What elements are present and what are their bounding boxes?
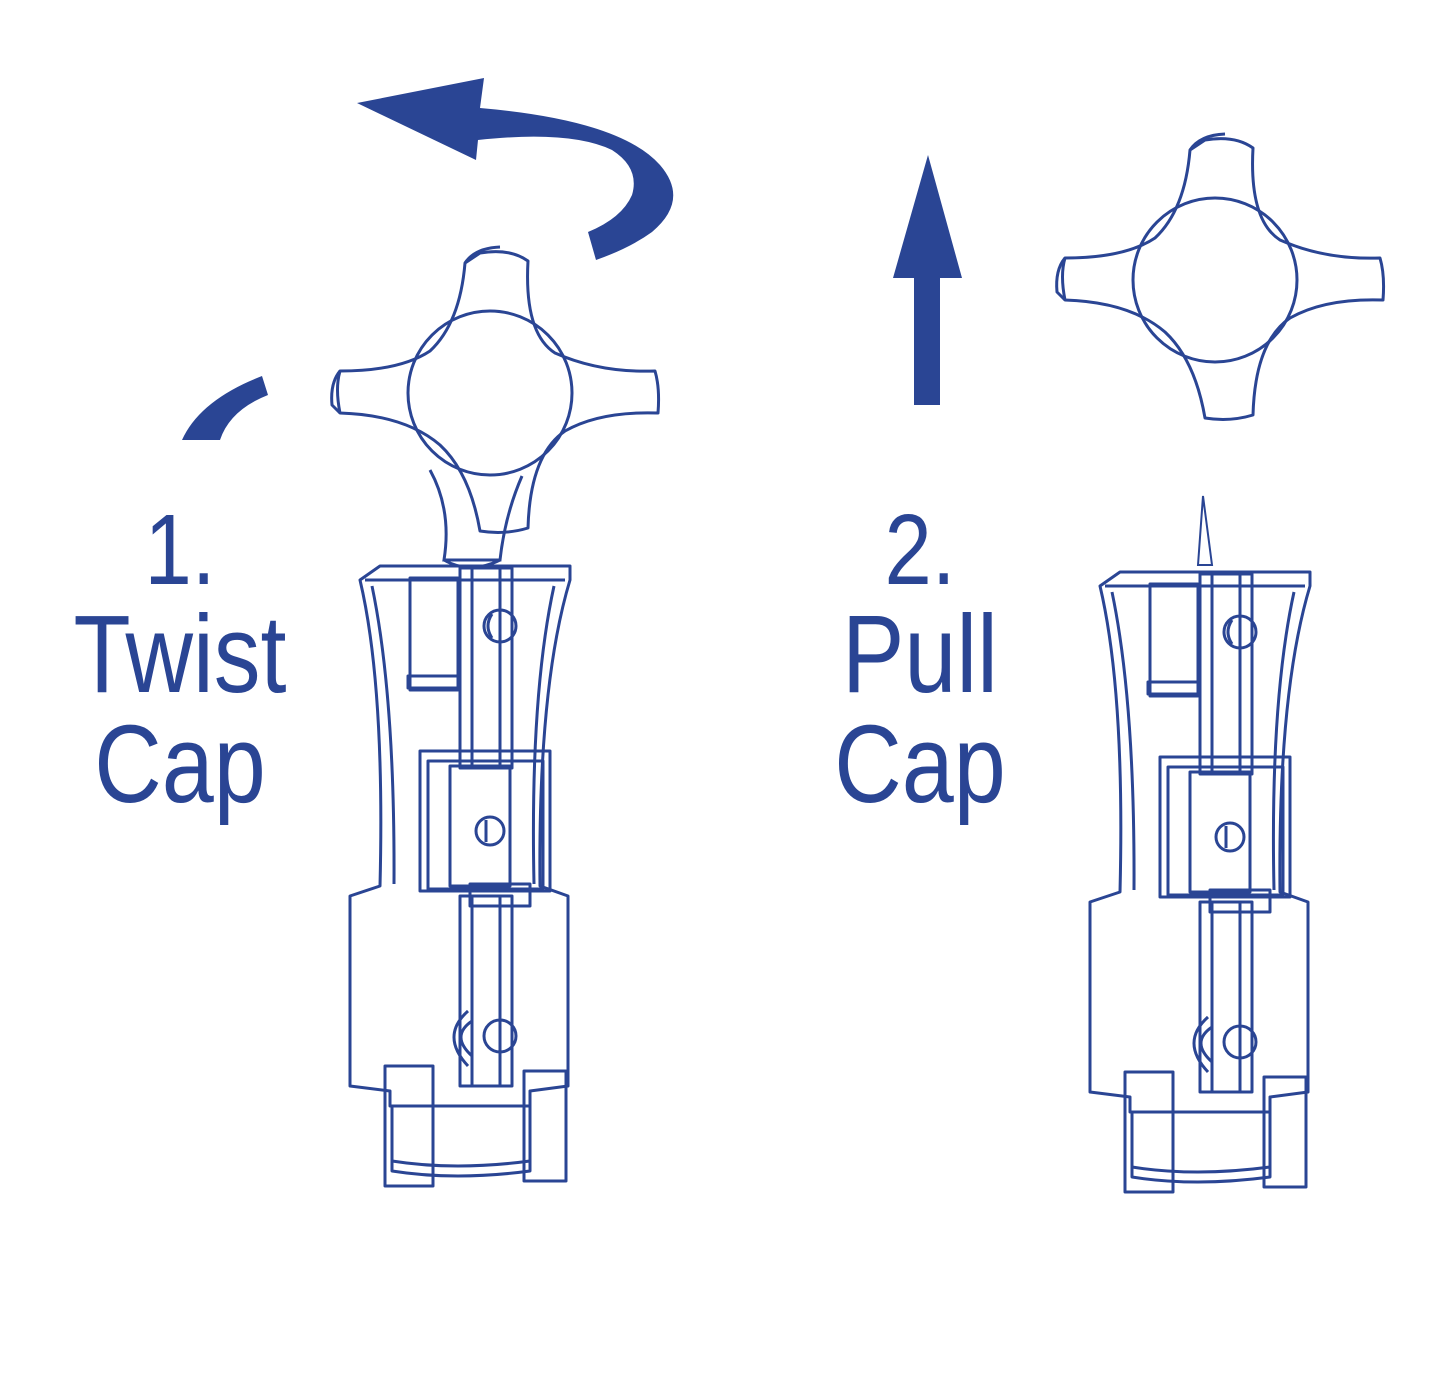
step1-device <box>348 564 572 1188</box>
step1-cap <box>330 245 661 534</box>
up-arrow-icon <box>893 155 962 405</box>
step-1-label: 1. Twist Cap <box>20 500 340 820</box>
step-2-object: Cap <box>834 703 1006 826</box>
step1-cap-stem <box>428 469 524 569</box>
step-1-number: 1. <box>144 494 216 606</box>
twist-arrow-icon <box>182 78 674 440</box>
step2-device <box>1088 570 1312 1194</box>
step2-cap <box>1055 132 1386 421</box>
step2-needle <box>1196 495 1214 566</box>
step-1-object: Cap <box>94 703 266 826</box>
step-2-action: Pull <box>842 593 998 716</box>
step-2-label: 2. Pull Cap <box>760 500 1080 820</box>
step-2-number: 2. <box>884 494 956 606</box>
step-1-action: Twist <box>73 593 287 716</box>
